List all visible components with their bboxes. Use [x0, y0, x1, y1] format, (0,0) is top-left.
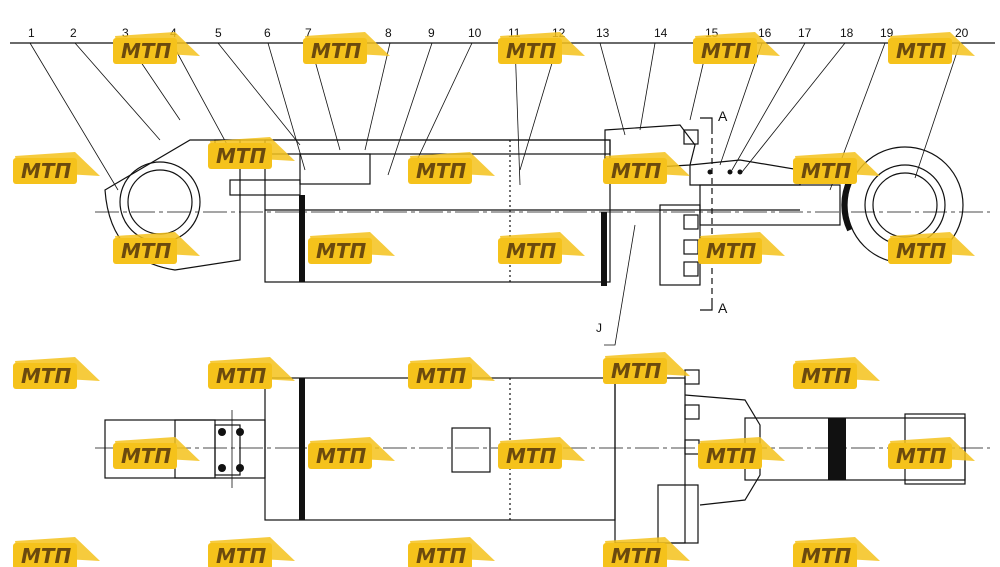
leader-lines [29, 42, 961, 191]
section-label-top: A [718, 108, 728, 124]
watermark-text: МТП [21, 159, 72, 183]
watermark-text: МТП [701, 39, 752, 63]
watermark-logo: МТП [208, 137, 295, 169]
watermark-logo: МТП [408, 357, 495, 389]
watermark-text: МТП [121, 444, 172, 468]
watermark-text: МТП [121, 239, 172, 263]
callout-16: 16 [758, 26, 772, 40]
watermark-text: МТП [311, 39, 362, 63]
section-marker: A A [700, 108, 728, 316]
watermark-logo: МТП [308, 437, 395, 469]
watermark-logo: МТП [303, 32, 390, 64]
watermark-logo: МТП [888, 232, 975, 264]
watermark-logo: МТП [793, 152, 880, 184]
callout-20: 20 [955, 26, 969, 40]
watermark-text: МТП [316, 239, 367, 263]
watermark-text: МТП [216, 544, 267, 567]
callout-10: 10 [468, 26, 482, 40]
watermark-text: МТП [896, 239, 947, 263]
watermark-logo: МТП [693, 32, 780, 64]
watermark-text: МТП [801, 544, 852, 567]
watermark-logo: МТП [113, 437, 200, 469]
watermark-text: МТП [611, 544, 662, 567]
watermark-logo: МТП [208, 537, 295, 567]
watermark-logo: МТП [408, 152, 495, 184]
watermark-logo: МТП [498, 32, 585, 64]
watermark-text: МТП [611, 359, 662, 383]
watermark-logo: МТП [13, 152, 100, 184]
section-label-bottom: A [718, 300, 728, 316]
watermark-text: МТП [21, 364, 72, 388]
watermark-logo: МТП [408, 537, 495, 567]
watermark-text: МТП [416, 544, 467, 567]
cylinder-side-view: A A J [95, 108, 990, 346]
callout-9: 9 [428, 26, 435, 40]
watermark-logo: МТП [698, 232, 785, 264]
watermark-text: МТП [801, 364, 852, 388]
watermark-text: МТП [896, 444, 947, 468]
watermark-text: МТП [611, 159, 662, 183]
callout-6: 6 [264, 26, 271, 40]
watermark-text: МТП [896, 39, 947, 63]
callout-header: 1234567891011121314151617181920 [10, 26, 995, 191]
callout-17: 17 [798, 26, 812, 40]
callout-2: 2 [70, 26, 77, 40]
watermark-logo: МТП [698, 437, 785, 469]
watermark-logo: МТП [13, 357, 100, 389]
watermark-logo: МТП [793, 537, 880, 567]
watermark-logo: МТП [603, 537, 690, 567]
watermark-logo: МТП [113, 232, 200, 264]
watermark-text: МТП [21, 544, 72, 567]
callout-13: 13 [596, 26, 610, 40]
callout-18: 18 [840, 26, 854, 40]
callout-7: 7 [305, 26, 312, 40]
detail-marker: J [596, 224, 636, 346]
watermark-text: МТП [416, 364, 467, 388]
watermark-logo: МТП [208, 357, 295, 389]
watermark-logo: МТП [498, 437, 585, 469]
detail-label: J [596, 321, 602, 335]
callout-3: 3 [122, 26, 129, 40]
callout-8: 8 [385, 26, 392, 40]
watermark-logo: МТП [888, 32, 975, 64]
watermark-logo: МТП [793, 357, 880, 389]
watermark-logo: МТП [308, 232, 395, 264]
watermark-text: МТП [706, 444, 757, 468]
watermark-layer: МТП МТП МТП МТП МТП МТП МТП МТП МТП МТП МТП МТП МТП М… [13, 32, 975, 567]
watermark-text: МТП [506, 39, 557, 63]
watermark-text: МТП [316, 444, 367, 468]
callout-5: 5 [215, 26, 222, 40]
watermark-text: МТП [216, 364, 267, 388]
watermark-text: МТП [416, 159, 467, 183]
callout-14: 14 [654, 26, 668, 40]
piston-rod [699, 184, 841, 226]
watermark-text: МТП [121, 39, 172, 63]
watermark-logo: МТП [113, 32, 200, 64]
watermark-text: МТП [801, 159, 852, 183]
watermark-logo: МТП [603, 152, 690, 184]
watermark-logo: МТП [888, 437, 975, 469]
watermark-text: МТП [506, 444, 557, 468]
watermark-logo: МТП [498, 232, 585, 264]
watermark-text: МТП [506, 239, 557, 263]
watermark-text: МТП [216, 144, 267, 168]
callout-1: 1 [28, 26, 35, 40]
watermark-text: МТП [706, 239, 757, 263]
watermark-logo: МТП [13, 537, 100, 567]
watermark-logo: МТП [603, 352, 690, 384]
